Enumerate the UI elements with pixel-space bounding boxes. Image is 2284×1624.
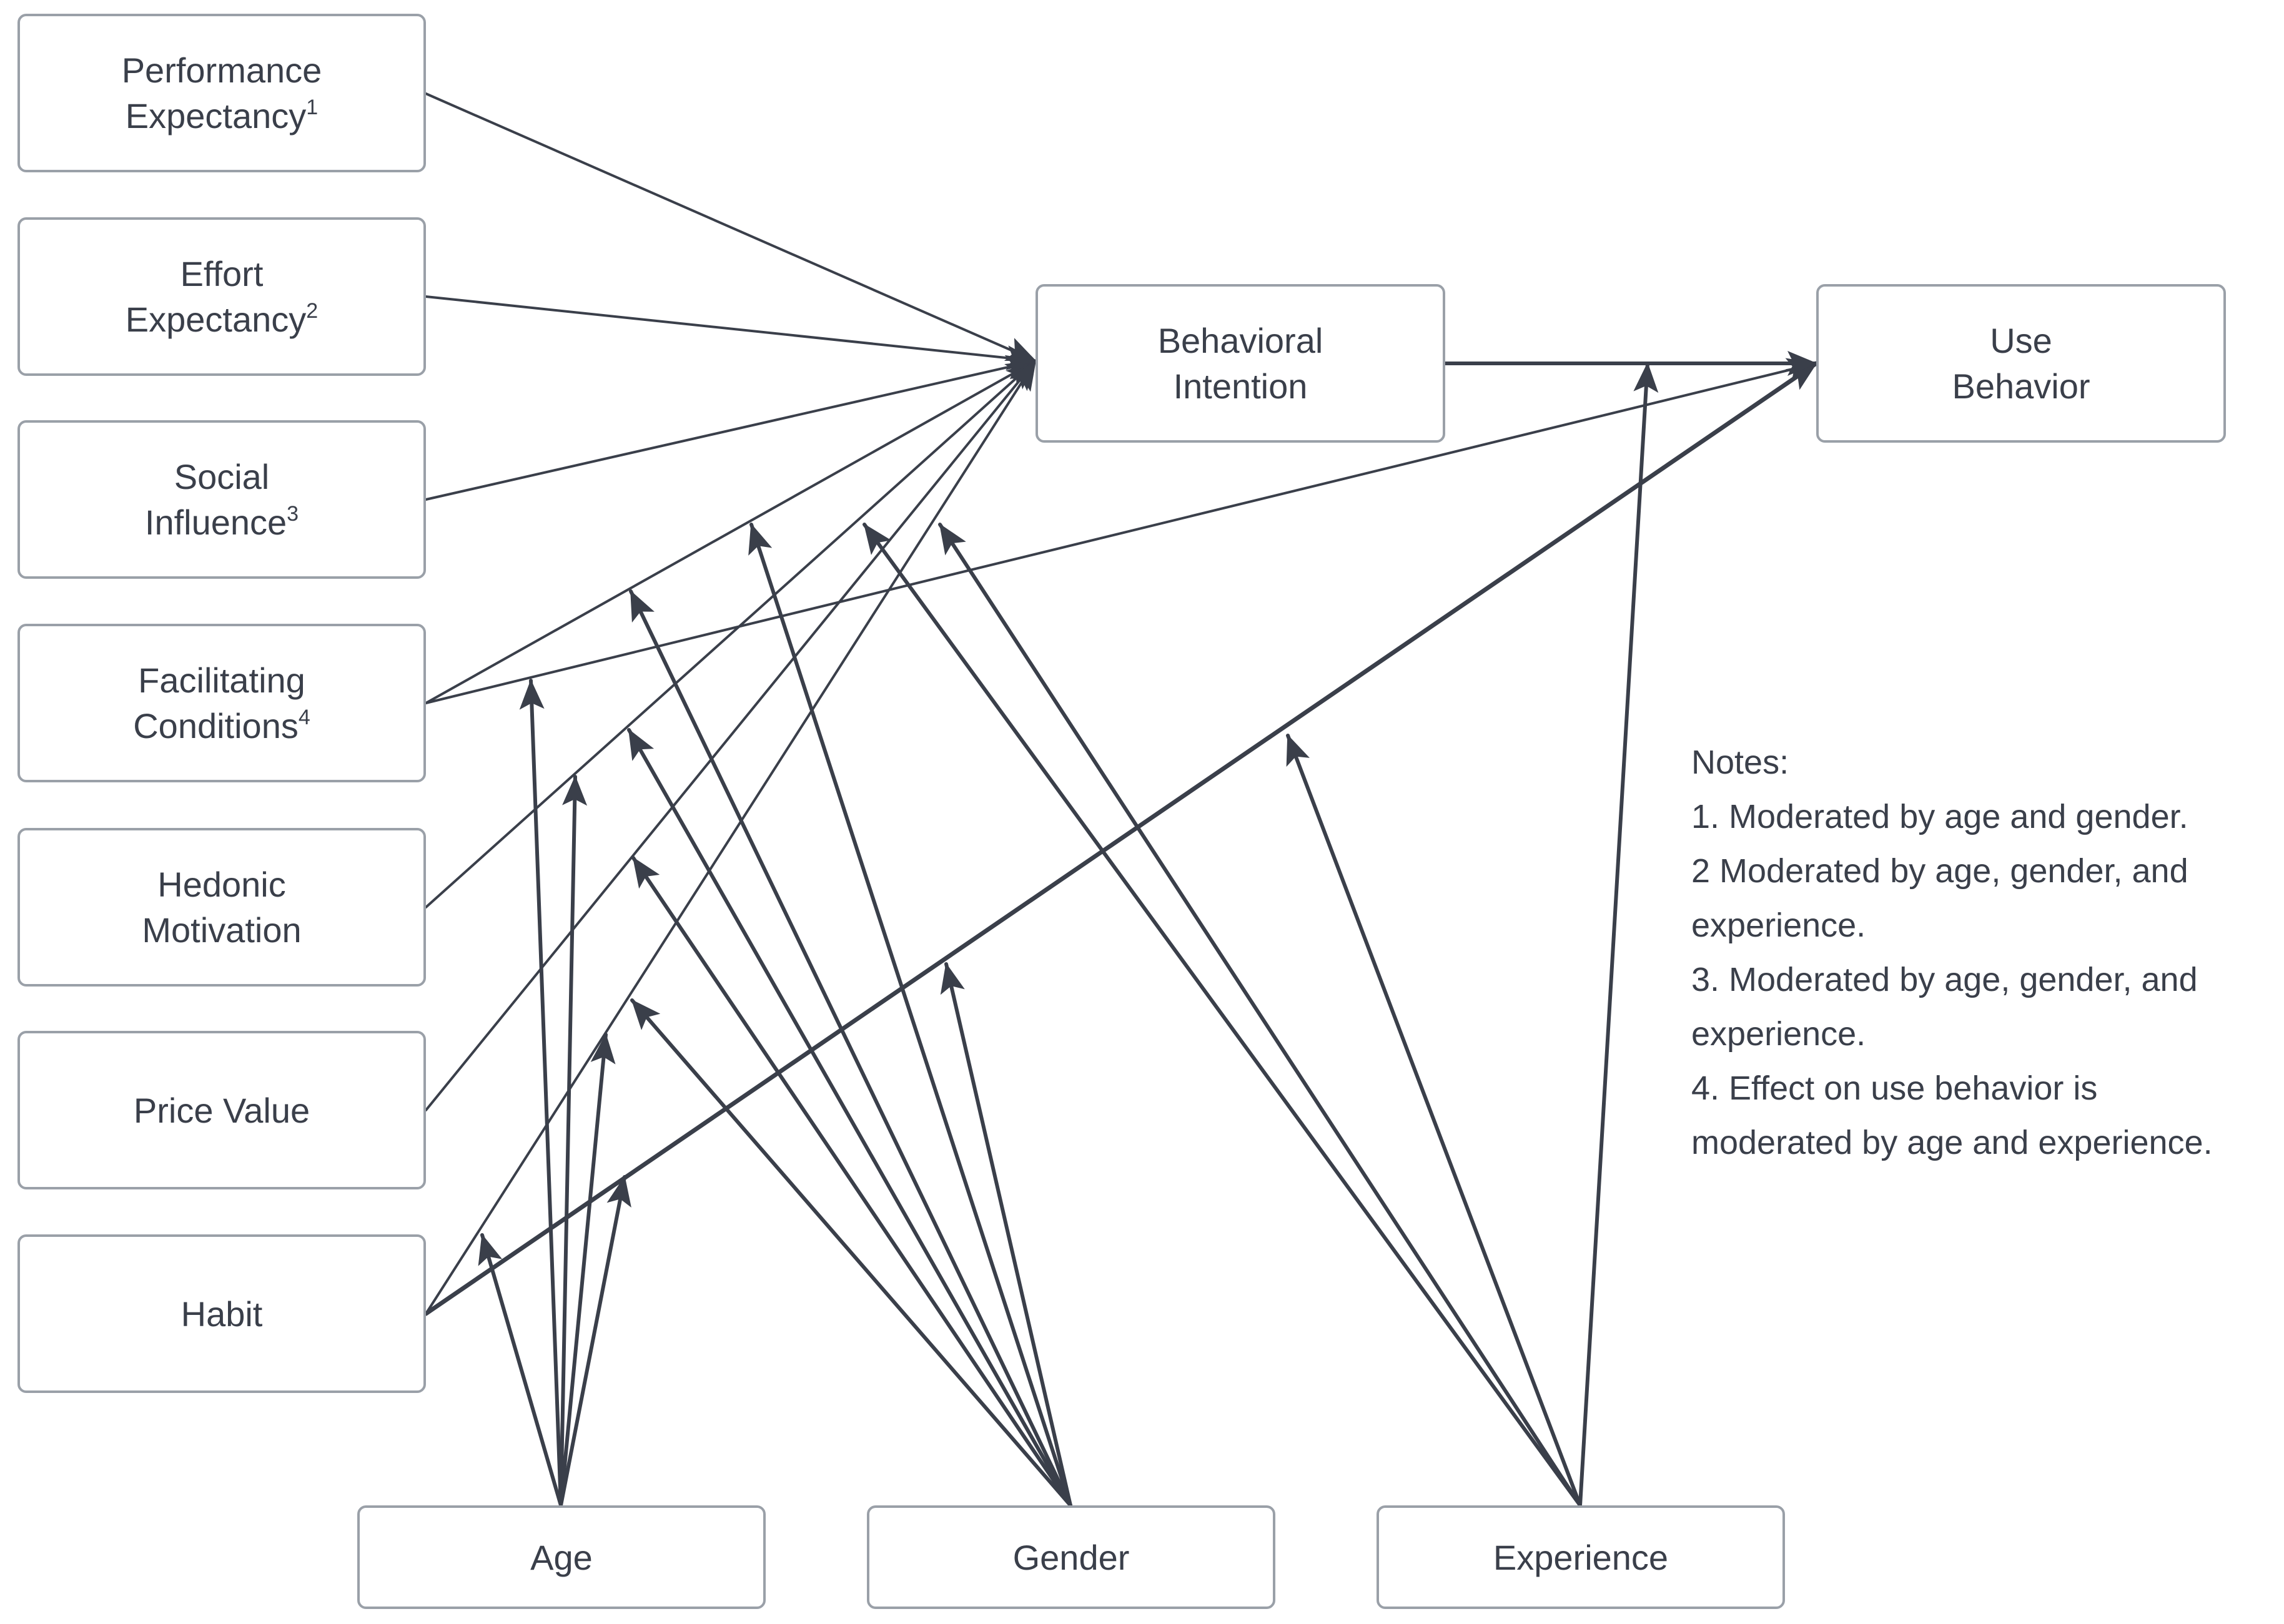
edge-gender-mod-3	[627, 728, 1072, 1507]
edge-si-to-bi	[425, 355, 1037, 501]
behavioral-intention-line1: Behavioral	[1157, 321, 1323, 360]
edge-experience-mod-1	[863, 523, 1582, 1507]
gender-label: Gender	[1012, 1537, 1130, 1577]
facilitating-conditions-line1: Facilitating	[138, 661, 305, 700]
edge-experience-mod-4	[1578, 362, 1659, 1507]
edge-gender-mod-6	[940, 962, 1072, 1507]
hedonic-motivation-line1: Hedonic	[157, 865, 286, 904]
edge-gender-mod-1	[629, 589, 1072, 1507]
notes-block: Notes: 1. Moderated by age and gender. 2…	[1691, 736, 2278, 1170]
experience-box: Experience	[1377, 1505, 1785, 1609]
edge-age-mod-4	[559, 1175, 631, 1507]
effort-expectancy-line1: Effort	[180, 254, 264, 293]
habit-label: Habit	[180, 1294, 263, 1334]
behavioral-intention-box: Behavioral Intention	[1036, 284, 1445, 443]
footnote-marker-2: 2	[306, 299, 319, 323]
edge-pe-to-bi	[425, 92, 1037, 362]
edge-experience-mod-3	[1286, 734, 1582, 1507]
performance-expectancy-box: Performance Expectancy1	[17, 14, 426, 172]
edge-ee-to-bi	[425, 295, 1037, 371]
habit-box: Habit	[17, 1234, 426, 1393]
edge-experience-mod-2	[938, 523, 1582, 1507]
note-1: 1. Moderated by age and gender.	[1691, 798, 2188, 835]
footnote-marker-3: 3	[287, 502, 299, 526]
footnote-marker-4: 4	[298, 706, 310, 729]
edge-gender-mod-4	[631, 856, 1072, 1507]
gender-box: Gender	[867, 1505, 1275, 1609]
age-box: Age	[357, 1505, 766, 1609]
experience-label: Experience	[1493, 1537, 1669, 1577]
footnote-marker-1: 1	[306, 96, 319, 119]
note-3-line1: 3. Moderated by age, gender, and	[1691, 961, 2198, 998]
performance-expectancy-line2: Expectancy	[125, 96, 307, 135]
behavioral-intention-line2: Intention	[1173, 367, 1308, 406]
edge-gender-mod-2	[748, 523, 1072, 1507]
edge-age-mod-5	[478, 1233, 563, 1507]
social-influence-box: Social Influence3	[17, 420, 426, 579]
notes-title: Notes:	[1691, 744, 1789, 781]
performance-expectancy-line1: Performance	[121, 51, 322, 90]
note-3-line2: experience.	[1691, 1015, 1866, 1053]
use-behavior-line1: Use	[1990, 321, 2052, 360]
edge-age-mod-3	[559, 1033, 616, 1507]
edge-habit-to-ub	[423, 361, 1819, 1316]
edge-age-mod-1	[519, 679, 563, 1507]
facilitating-conditions-box: Facilitating Conditions4	[17, 624, 426, 782]
price-value-label: Price Value	[133, 1090, 310, 1130]
use-behavior-box: Use Behavior	[1816, 284, 2226, 443]
social-influence-line2: Influence	[144, 503, 287, 542]
note-2-line1: 2 Moderated by age, gender, and	[1691, 852, 2188, 890]
facilitating-conditions-line2: Conditions	[133, 706, 299, 746]
edge-fc-to-bi	[425, 360, 1037, 704]
note-4-line2: moderated by age and experience.	[1691, 1124, 2213, 1161]
age-label: Age	[530, 1537, 593, 1577]
use-behavior-line2: Behavior	[1952, 367, 2090, 406]
effort-expectancy-line2: Expectancy	[125, 300, 307, 339]
note-4-line1: 4. Effect on use behavior is	[1691, 1070, 2098, 1107]
edge-hm-to-bi	[425, 360, 1037, 908]
social-influence-line1: Social	[174, 457, 270, 496]
edge-age-mod-2	[559, 775, 588, 1507]
effort-expectancy-box: Effort Expectancy2	[17, 217, 426, 376]
edge-habit-to-bi	[425, 360, 1037, 1315]
hedonic-motivation-box: Hedonic Motivation	[17, 828, 426, 987]
note-2-line2: experience.	[1691, 907, 1866, 944]
price-value-box: Price Value	[17, 1031, 426, 1189]
edge-pv-to-bi	[425, 360, 1037, 1111]
hedonic-motivation-line2: Motivation	[142, 910, 302, 950]
edge-gender-mod-5	[630, 998, 1072, 1507]
